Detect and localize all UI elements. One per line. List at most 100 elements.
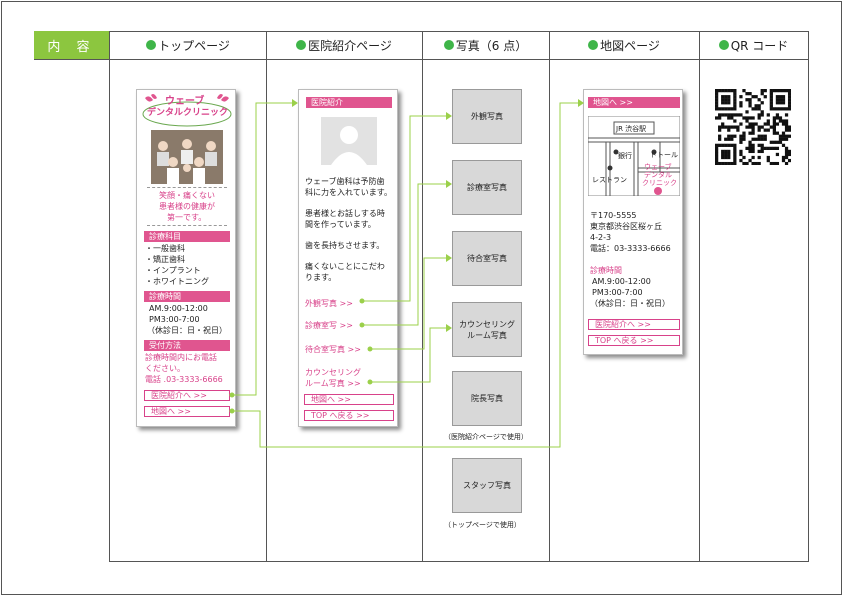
qr-module <box>751 128 755 132</box>
section-reception: 受付方法 <box>144 340 230 351</box>
photo-link-counseling-2[interactable]: ルーム写真 >> <box>305 379 361 388</box>
qr-module <box>784 89 789 93</box>
qr-module <box>721 101 725 105</box>
qr-module <box>787 101 791 105</box>
qr-module <box>721 125 725 129</box>
photo-link-waiting[interactable]: 待合室写真 >> <box>305 345 361 354</box>
qr-module <box>733 113 737 117</box>
qr-module <box>730 107 734 111</box>
photo-exam-room: 診療室写真 <box>452 160 522 215</box>
qr-module <box>730 116 734 120</box>
qr-module <box>751 122 755 126</box>
qr-module <box>772 119 776 123</box>
connector-dot <box>229 408 235 414</box>
qr-module <box>772 128 776 132</box>
qr-module <box>784 149 789 154</box>
arrow-head-icon <box>292 99 298 107</box>
qr-module <box>760 149 764 154</box>
top-button[interactable]: TOP へ戻る >> <box>588 335 680 346</box>
qr-module <box>739 95 743 99</box>
qr-module <box>745 116 749 120</box>
qr-module <box>724 125 728 129</box>
qr-module <box>754 137 758 141</box>
qr-module <box>721 152 725 157</box>
intro-body-line: 患者様とお話しする時 <box>305 209 385 218</box>
intro-link[interactable]: 医院紹介へ >> <box>144 390 230 401</box>
qr-module <box>760 134 764 138</box>
qr-module <box>715 155 719 160</box>
logo-line2: デンタルクリニック <box>147 108 229 118</box>
connector-waiting <box>370 257 446 350</box>
qr-module <box>781 95 786 99</box>
qr-module <box>742 116 746 120</box>
qr-module <box>721 98 725 102</box>
photo-link-exam[interactable]: 診療室写 >> <box>305 321 353 330</box>
logo-leaf-icon <box>142 94 232 127</box>
green-dot-icon <box>146 40 157 50</box>
photo-link-exterior[interactable]: 外観写真 >> <box>305 299 353 308</box>
qr-module <box>781 98 786 102</box>
reception-line: ください。 <box>145 364 185 373</box>
qr-module <box>715 89 719 93</box>
qr-module <box>757 107 761 111</box>
qr-module <box>742 134 746 138</box>
qr-module <box>748 101 752 105</box>
qr-module <box>730 113 734 117</box>
qr-module <box>748 92 752 96</box>
qr-module <box>769 95 773 99</box>
green-dot-icon <box>443 40 454 50</box>
qr-module <box>772 131 776 135</box>
qr-module <box>748 116 752 120</box>
qr-module <box>787 128 791 132</box>
intro-body-line: ります。 <box>305 273 337 282</box>
qr-module <box>715 149 719 154</box>
qr-module <box>787 104 791 108</box>
qr-module <box>775 95 780 99</box>
header-content-label: 内 容 <box>34 31 109 59</box>
connector-top-to-intro <box>232 102 292 396</box>
map-button[interactable]: 地図へ >> <box>304 394 394 405</box>
qr-module <box>727 134 731 138</box>
qr-module <box>727 161 731 165</box>
qr-module <box>730 143 734 147</box>
qr-module <box>766 122 770 126</box>
qr-module <box>760 146 764 150</box>
qr-module <box>715 158 719 163</box>
green-dot-icon <box>718 40 729 50</box>
section-subjects: 診療科目 <box>144 231 230 242</box>
qr-module <box>784 146 789 150</box>
qr-module <box>715 92 719 96</box>
qr-module <box>751 137 755 141</box>
qr-module <box>736 125 740 129</box>
qr-module <box>727 116 731 120</box>
qr-module <box>721 143 725 147</box>
qr-module <box>766 158 770 163</box>
qr-module <box>718 116 722 120</box>
qr-module <box>715 152 719 157</box>
map-link[interactable]: 地図へ >> <box>144 406 230 417</box>
tagline-2: 患者様の健康が <box>159 202 215 211</box>
qr-module <box>769 140 773 144</box>
arrow-head-icon <box>446 324 452 332</box>
qr-module <box>781 122 786 126</box>
qr-module <box>772 125 776 129</box>
qr-module <box>787 98 791 102</box>
qr-module <box>784 161 789 165</box>
qr-module <box>781 137 786 141</box>
intro-button[interactable]: 医院紹介へ >> <box>588 319 680 330</box>
top-page-mockup: ウェーブ デンタルクリニック 笑顔・痛くない 患者様の健康が 第一です。 診療科… <box>136 89 236 427</box>
hours-line: AM.9:00-12:00 <box>149 304 208 313</box>
qr-module <box>751 131 755 135</box>
qr-module <box>763 134 767 138</box>
qr-module <box>757 137 761 141</box>
staff-group-photo <box>151 130 223 184</box>
qr-module <box>763 95 767 99</box>
map-hours-line: （休診日：日・祝日） <box>590 299 670 308</box>
street-map <box>588 116 680 196</box>
qr-module <box>775 107 780 111</box>
qr-module <box>733 95 737 99</box>
photo-link-counseling[interactable]: カウンセリング <box>305 368 361 377</box>
top-button[interactable]: TOP へ戻る >> <box>304 410 394 421</box>
qr-module <box>784 152 789 157</box>
